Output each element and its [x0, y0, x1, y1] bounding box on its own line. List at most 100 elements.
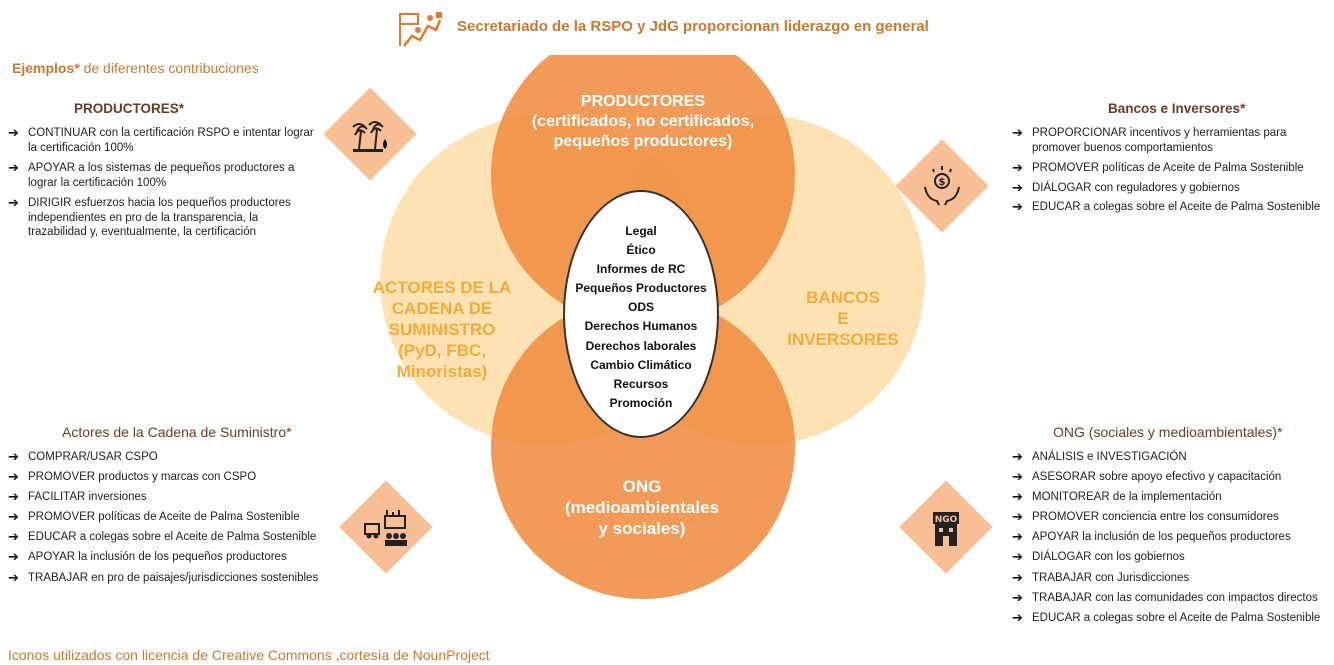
list-item: ➔ PROMOVER políticas de Aceite de Palma S…	[1012, 160, 1330, 176]
venn-right-line-3: INVERSORES	[787, 330, 899, 349]
arrow-right-icon: ➔	[8, 160, 19, 175]
banks-list: ➔ PROPORCIONAR incentivos y herramientas …	[1012, 125, 1330, 221]
list-item-text: COMPRAR/USAR CSPO	[28, 451, 158, 463]
venn-left-line-5: Minoristas)	[396, 362, 488, 381]
arrow-right-icon: ➔	[1012, 609, 1023, 625]
supply-chain-list: ➔ COMPRAR/USAR CSPO ➔ PROMOVER productos y…	[8, 449, 338, 591]
list-item: ➔ TRABAJAR con las comunidades con impact…	[1012, 589, 1332, 606]
venn-label-banks: BANCOS E INVERSORES	[770, 287, 916, 350]
arrow-right-icon: ➔	[1012, 199, 1023, 214]
list-item-text: APOYAR la inclusión de los pequeños prod…	[1032, 531, 1291, 544]
list-item-text: APOYAR a los sistemas de pequeños produc…	[28, 162, 295, 189]
list-item: ➔DIRIGIR esfuerzos hacia los pequeños pr…	[8, 195, 320, 240]
list-item-text: MONITOREAR de la implementación	[1032, 491, 1222, 504]
list-item: ➔ TRABAJAR con Jurisdicciones	[1012, 569, 1332, 586]
leadership-climb-icon	[398, 10, 444, 50]
arrow-right-icon: ➔	[8, 449, 19, 464]
venn-top-line-3: pequeños productores)	[553, 133, 733, 150]
header-title: Secretariado de la RSPO y JdG proporcion…	[457, 18, 929, 35]
list-item-text: EDUCAR a colegas sobre el Aceite de Palm…	[1032, 201, 1321, 213]
list-item: ➔ APOYAR la inclusión de los pequeños pro…	[1012, 530, 1332, 545]
venn-label-ngo: ONG (medioambientales y sociales)	[532, 476, 752, 539]
arrow-right-icon: ➔	[8, 509, 19, 525]
ngo-title: ONG (sociales y medioambientales)*	[1053, 424, 1283, 440]
arrow-right-icon: ➔	[8, 125, 19, 140]
center-topic: Legal	[625, 224, 657, 238]
examples-rest: de diferentes contribuciones	[79, 60, 259, 76]
list-item-text: ASESORAR sobre apoyo efectivo y capacita…	[1032, 471, 1282, 484]
footer-credit: Iconos utilizados con licencia de Creati…	[8, 647, 490, 663]
list-item-text: PROMOVER productos y marcas con CSPO	[28, 471, 257, 484]
venn-bottom-line-3: y sociales)	[598, 519, 686, 538]
center-topic: Derechos Humanos	[584, 319, 698, 334]
ngo-icon-text: NGO	[935, 515, 958, 525]
list-item: ➔APOYAR la inclusión de los pequeños pro…	[8, 550, 338, 565]
producers-list: ➔ CONTINUAR con la certificación RSPO e i…	[8, 125, 320, 246]
supply-chain-truck-icon	[338, 479, 434, 575]
arrow-right-icon: ➔	[8, 489, 19, 505]
list-item-text: DIÁLOGAR con los gobiernos	[1032, 551, 1185, 564]
money-hands-icon: $	[894, 138, 990, 234]
venn-left-line-1: ACTORES DE LA	[372, 278, 512, 297]
center-topics: Legal Ético Informes de RC Pequeños Prod…	[568, 222, 714, 413]
list-item-text: ANÁLISIS e INVESTIGACIÓN	[1032, 451, 1187, 463]
list-item-text: PROMOVER políticas de Aceite de Palma So…	[28, 511, 300, 524]
list-item: ➔EDUCAR a colegas sobre el Aceite de Pal…	[1012, 609, 1332, 626]
producers-title: PRODUCTORES*	[74, 101, 185, 116]
arrow-right-icon: ➔	[8, 569, 19, 585]
list-item-text: EDUCAR a colegas sobre el Aceite de Palm…	[28, 531, 317, 544]
venn-label-producers: PRODUCTORES (certificados, no certificad…	[520, 92, 766, 152]
venn-bottom-line-2: (medioambientales	[565, 498, 719, 517]
arrow-right-icon: ➔	[1012, 179, 1023, 195]
center-topic: Pequeños Productores	[575, 281, 707, 296]
list-item-text: PROPORCIONAR incentivos y herramientas p…	[1032, 127, 1287, 154]
arrow-right-icon: ➔	[8, 469, 19, 485]
list-item: ➔ MONITOREAR de la implementación	[1012, 490, 1332, 505]
arrow-right-icon: ➔	[1012, 449, 1023, 464]
arrow-right-icon: ➔	[8, 529, 19, 545]
center-topic: Cambio Climático	[590, 357, 692, 372]
list-item-text: PROMOVER conciencia entre los consumidor…	[1032, 511, 1279, 524]
examples-heading: Ejemplos* de diferentes contribuciones	[12, 60, 259, 76]
venn-left-line-4: (PyD, FBC,	[398, 341, 486, 360]
list-item: ➔PROMOVER conciencia entre los consumido…	[1012, 510, 1332, 525]
venn-top-line-2: (certificados, no certificados,	[531, 113, 755, 130]
arrow-right-icon: ➔	[1012, 589, 1023, 605]
arrow-right-icon: ➔	[1012, 569, 1023, 585]
center-topic: Recursos	[613, 376, 669, 391]
venn-circle-bottom	[491, 295, 795, 599]
list-item-text: TRABAJAR con Jurisdicciones	[1032, 571, 1190, 584]
list-item: ➔ APOYAR a los sistemas de pequeños produ…	[8, 160, 320, 190]
venn-left-line-3: SUMINISTRO	[388, 320, 496, 339]
banks-title: Bancos e Inversores*	[1108, 101, 1246, 116]
arrow-right-icon: ➔	[1012, 469, 1023, 485]
examples-bold: Ejemplos*	[12, 60, 80, 76]
venn-left-line-2: CADENA DE	[391, 299, 493, 318]
list-item: ➔ COMPRAR/USAR CSPO	[8, 449, 338, 465]
arrow-right-icon: ➔	[1012, 160, 1023, 175]
list-item: ➔ CONTINUAR con la certificación RSPO e i…	[8, 125, 320, 155]
list-item: ➔ PROMOVER políticas de Aceite de Palma S…	[8, 510, 338, 525]
venn-top-line-1: PRODUCTORES	[580, 93, 706, 110]
ngo-list: ➔ ANÁLISIS e INVESTIGACIÓN ➔ ASESORAR sobr…	[1012, 449, 1332, 631]
arrow-right-icon: ➔	[1012, 489, 1023, 505]
arrow-right-icon: ➔	[1012, 529, 1023, 545]
list-item-text: PROMOVER políticas de Aceite de Palma So…	[1032, 162, 1304, 174]
arrow-right-icon: ➔	[8, 549, 19, 565]
center-topic: Promoción	[609, 395, 673, 410]
arrow-right-icon: ➔	[1012, 549, 1023, 565]
center-oval	[563, 190, 719, 438]
venn-right-line-1: BANCOS	[806, 288, 880, 307]
list-item: ➔PROPORCIONAR incentivos y herramientas …	[1012, 125, 1330, 155]
list-item-text: DIRIGIR esfuerzos hacia los pequeños pro…	[28, 197, 291, 238]
list-item: ➔ PROMOVER productos y marcas con CSPO	[8, 470, 338, 485]
list-item-text: TRABAJAR con las comunidades con impacto…	[1032, 591, 1318, 604]
list-item-text: CONTINUAR con la certificación RSPO e in…	[28, 127, 314, 154]
palm-oil-tree-icon	[322, 86, 418, 182]
svg-text:$: $	[939, 177, 946, 188]
venn-right-line-2: E	[837, 309, 849, 328]
list-item: ➔ EDUCAR a colegas sobre el Aceite de Pal…	[8, 530, 338, 545]
supply-chain-title: Actores de la Cadena de Suministro*	[62, 424, 292, 440]
center-topic: Derechos laborales	[585, 338, 697, 353]
center-topic: Informes de RC	[596, 262, 686, 277]
